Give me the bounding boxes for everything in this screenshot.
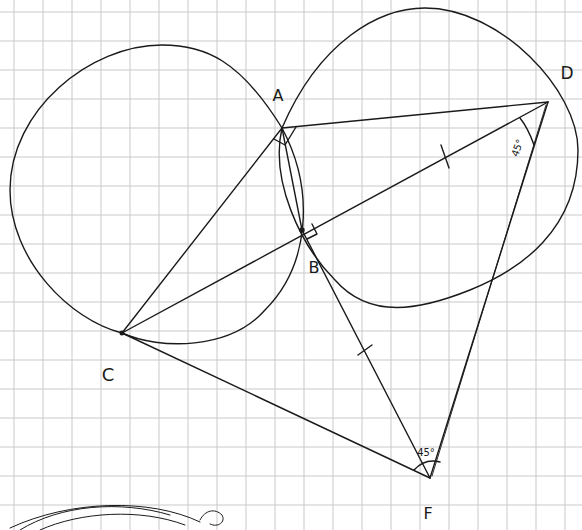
grid-line xyxy=(333,0,334,530)
point-label: D xyxy=(560,65,573,82)
grid-line xyxy=(101,0,102,530)
angle-label: 45° xyxy=(417,448,435,458)
segment-df-retrace xyxy=(432,105,546,476)
right-loop xyxy=(279,8,578,308)
scribble xyxy=(10,505,223,530)
grid-line xyxy=(0,99,582,100)
left-loop xyxy=(10,45,303,344)
grid-line xyxy=(0,418,582,419)
grid-line xyxy=(362,0,363,530)
grid-line xyxy=(159,0,160,530)
grid-line xyxy=(188,0,189,530)
point-label: F xyxy=(423,506,432,522)
grid-line xyxy=(0,505,582,506)
right-angle-b xyxy=(307,224,317,239)
right-angle-a xyxy=(274,127,296,145)
grid-line xyxy=(0,447,582,448)
grid-line xyxy=(0,476,582,477)
grid-line xyxy=(391,0,392,530)
point xyxy=(300,228,304,232)
grid-line xyxy=(0,331,582,332)
grid-line xyxy=(536,0,537,530)
angle-label: 45° xyxy=(510,138,525,158)
grid-line xyxy=(0,70,582,71)
grid-line xyxy=(0,157,582,158)
grid-line xyxy=(0,389,582,390)
segment-df xyxy=(430,102,548,478)
point xyxy=(120,331,124,335)
segment-bf xyxy=(302,230,430,478)
grid-line xyxy=(72,0,73,530)
grid-line xyxy=(217,0,218,530)
grid-line xyxy=(507,0,508,530)
grid-line xyxy=(0,215,582,216)
grid-line xyxy=(0,12,582,13)
grid-line xyxy=(130,0,131,530)
grid-line xyxy=(14,0,15,530)
grid-line xyxy=(449,0,450,530)
tick-bf xyxy=(358,345,372,355)
point-label: A xyxy=(273,88,284,104)
grid-line xyxy=(0,360,582,361)
grid-line xyxy=(0,244,582,245)
segment-cd xyxy=(122,102,548,333)
point-label: C xyxy=(102,366,115,384)
grid-line xyxy=(275,0,276,530)
point-label: B xyxy=(309,260,320,276)
segment-af xyxy=(282,128,302,230)
angle-arc-f xyxy=(414,461,440,470)
tick-bd xyxy=(441,145,449,168)
grid-line xyxy=(43,0,44,530)
grid-line xyxy=(0,186,582,187)
grid-line xyxy=(0,302,582,303)
segment-cf xyxy=(122,333,430,478)
grid-line xyxy=(0,41,582,42)
grid-line xyxy=(304,0,305,530)
grid-line xyxy=(478,0,479,530)
segment-ac xyxy=(122,128,282,333)
